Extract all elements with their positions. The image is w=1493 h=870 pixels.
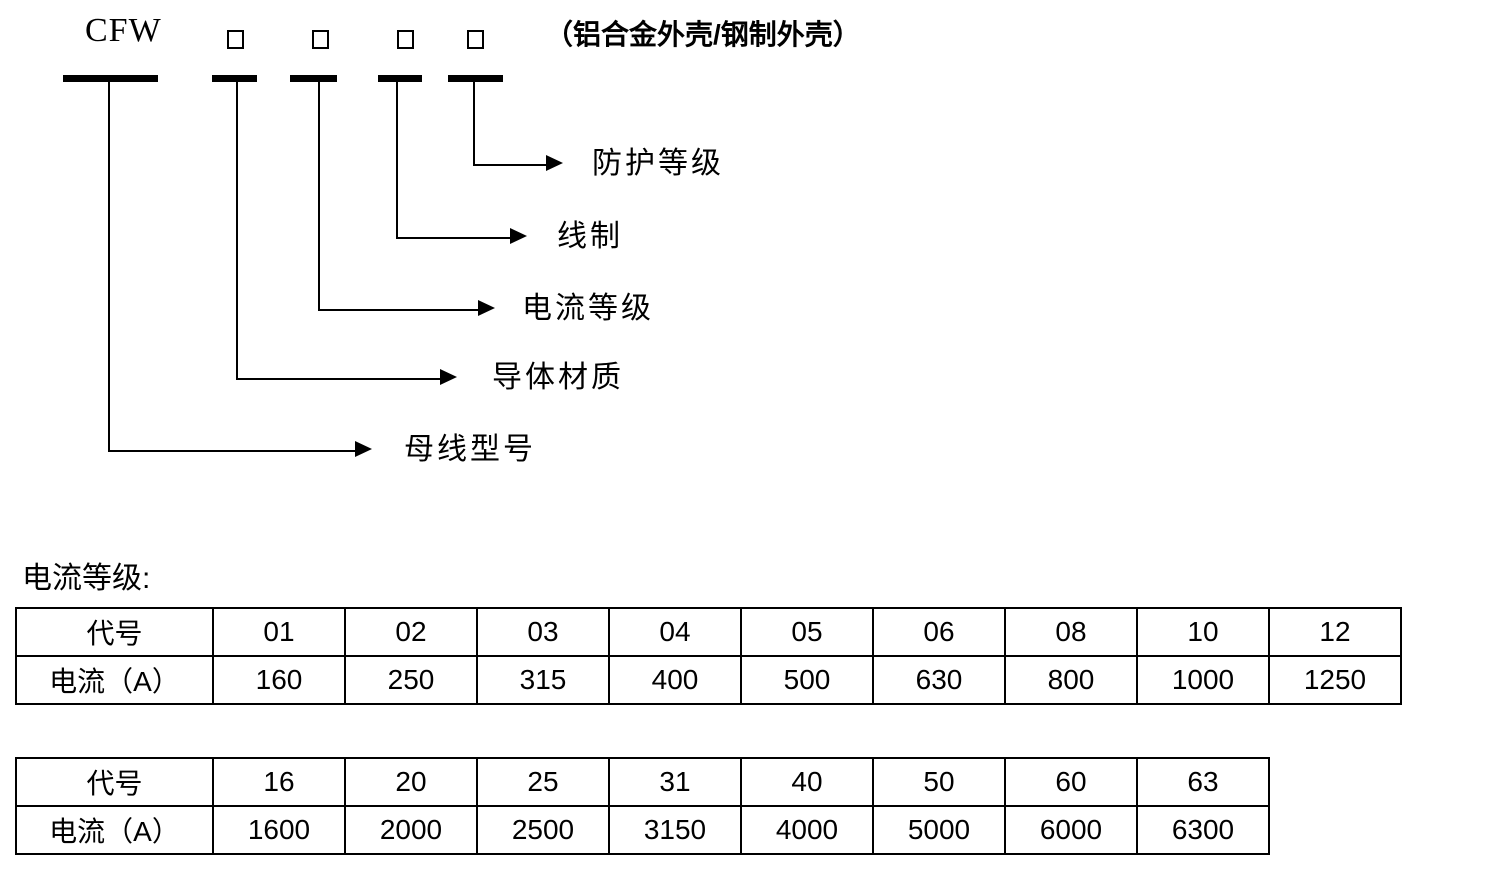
- table-cell: 04: [608, 607, 742, 657]
- row-header-current: 电流（A）: [15, 655, 214, 705]
- table-cell: 25: [476, 757, 610, 807]
- table-cell: 10: [1136, 607, 1270, 657]
- table-cell: 6300: [1136, 805, 1270, 855]
- underline-bar-3: [378, 75, 422, 82]
- table-cell: 31: [608, 757, 742, 807]
- underline-bar-2: [290, 75, 337, 82]
- table-cell: 16: [212, 757, 346, 807]
- table-cell: 500: [740, 655, 874, 705]
- arrowhead-icon: [510, 228, 527, 244]
- table-cell: 250: [344, 655, 478, 705]
- callout-label-wire-system: 线制: [557, 220, 623, 253]
- arrowhead-icon: [440, 369, 457, 385]
- table-cell: 160: [212, 655, 346, 705]
- underline-bar-model: [63, 75, 158, 82]
- table-cell: 02: [344, 607, 478, 657]
- table-cell: 63: [1136, 757, 1270, 807]
- table-cell: 1600: [212, 805, 346, 855]
- table-cell: 1250: [1268, 655, 1402, 705]
- table-cell: 2000: [344, 805, 478, 855]
- underline-bar-1: [212, 75, 257, 82]
- table-cell: 800: [1004, 655, 1138, 705]
- table-cell: 60: [1004, 757, 1138, 807]
- table-cell: 4000: [740, 805, 874, 855]
- callout-label-busbar-model: 母线型号: [404, 433, 536, 466]
- table-cell: 20: [344, 757, 478, 807]
- table-cell: 400: [608, 655, 742, 705]
- table-cell: 3150: [608, 805, 742, 855]
- callout-line-protection-rating: [473, 82, 551, 166]
- row-header-code: 代号: [15, 757, 214, 807]
- callout-label-conductor-material: 导体材质: [492, 361, 624, 394]
- callout-label-current-rating: 电流等级: [522, 292, 654, 325]
- placeholder-box-3: [397, 30, 414, 49]
- callout-line-conductor-material: [236, 82, 445, 380]
- placeholder-box-1: [227, 30, 244, 49]
- arrowhead-icon: [546, 155, 563, 171]
- table-cell: 5000: [872, 805, 1006, 855]
- model-prefix-text: CFW: [85, 12, 162, 49]
- callout-label-protection-rating: 防护等级: [592, 147, 724, 180]
- row-header-current: 电流（A）: [15, 805, 214, 855]
- table-cell: 08: [1004, 607, 1138, 657]
- arrowhead-icon: [355, 441, 372, 457]
- table-cell: 50: [872, 757, 1006, 807]
- table-cell: 1000: [1136, 655, 1270, 705]
- enclosure-note: （铝合金外壳/钢制外壳）: [545, 19, 861, 50]
- table-cell: 12: [1268, 607, 1402, 657]
- table-cell: 315: [476, 655, 610, 705]
- callout-line-wire-system: [396, 82, 515, 239]
- table-cell: 01: [212, 607, 346, 657]
- table-cell: 03: [476, 607, 610, 657]
- placeholder-box-4: [467, 30, 484, 49]
- table-cell: 2500: [476, 805, 610, 855]
- table-cell: 40: [740, 757, 874, 807]
- table-cell: 05: [740, 607, 874, 657]
- placeholder-box-2: [312, 30, 329, 49]
- arrowhead-icon: [478, 300, 495, 316]
- table-cell: 06: [872, 607, 1006, 657]
- row-header-code: 代号: [15, 607, 214, 657]
- callout-line-current-rating: [318, 82, 483, 311]
- underline-bar-4: [448, 75, 503, 82]
- section-heading: 电流等级:: [22, 562, 151, 595]
- table-cell: 630: [872, 655, 1006, 705]
- callout-line-busbar-model: [108, 82, 360, 452]
- table-cell: 6000: [1004, 805, 1138, 855]
